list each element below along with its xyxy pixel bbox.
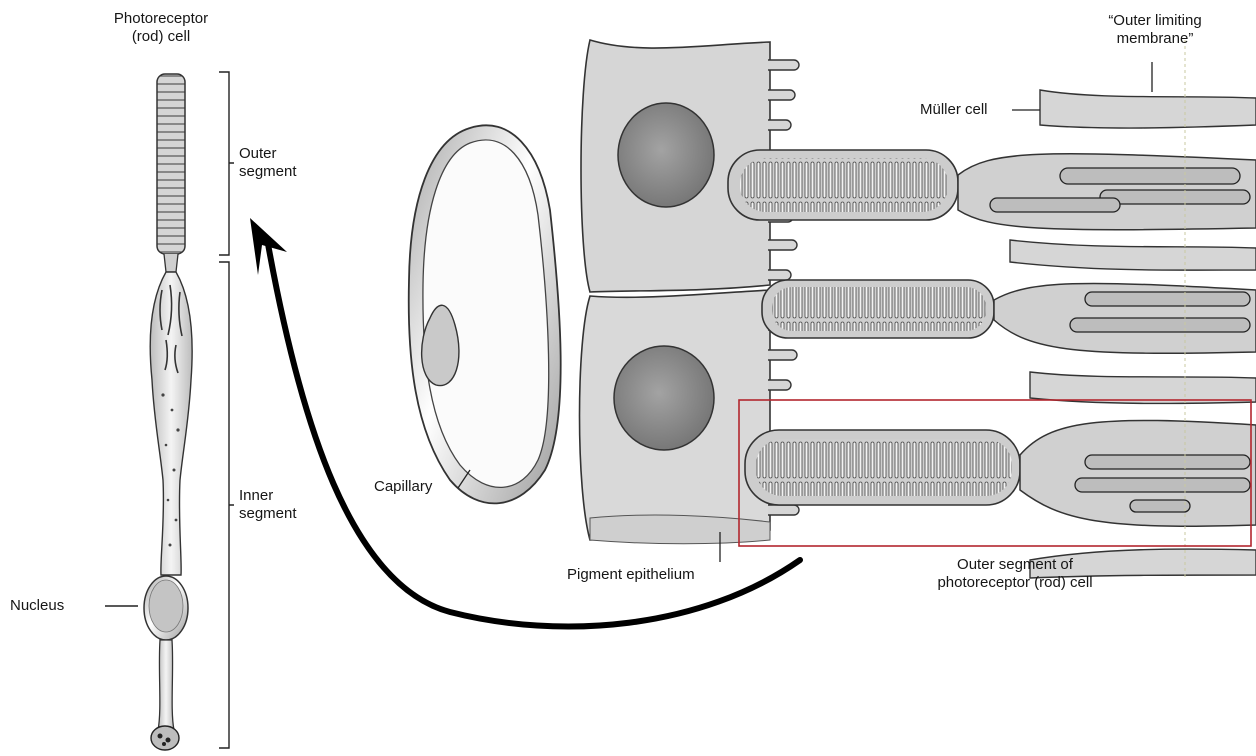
photoreceptor-label-line2: (rod) cell [96,28,226,46]
outer-segment-label-line2: segment [239,163,297,181]
rod-outer-segment [157,74,185,254]
inner-segment-label-line1: Inner [239,487,297,505]
outer-segment-label-line1: Outer [239,145,297,163]
capillary-illustration [409,125,561,503]
inner-segment-label: Inner segment [239,487,297,523]
rods-in-situ [728,40,1256,580]
outer-limiting-membrane-label: “Outer limiting membrane” [1070,12,1240,48]
rod-axon [158,640,174,730]
rod-outer-segment-label-line2: photoreceptor (rod) cell [900,574,1130,592]
nucleus-label: Nucleus [10,597,64,615]
capillary-label: Capillary [374,478,432,496]
inner-segment-label-line2: segment [239,505,297,523]
connecting-cilium [164,254,178,272]
rpe-nucleus-lower [614,346,714,450]
rod-outer-segment-label: Outer segment of photoreceptor (rod) cel… [900,556,1130,592]
outer-segment-label: Outer segment [239,145,297,181]
inner-segment-bracket [219,262,234,748]
photoreceptor-label: Photoreceptor (rod) cell [96,10,226,46]
rpe-nucleus-upper [618,103,714,207]
outer-limiting-label-line1: “Outer limiting [1070,12,1240,30]
pigment-epithelium-label: Pigment epithelium [567,566,695,584]
segment-brackets [219,72,234,748]
outer-segment-bracket [219,72,234,255]
rod-cell-illustration [144,74,192,750]
curved-arrow-head [250,218,287,275]
muller-cell-label: Müller cell [920,101,988,119]
outer-limiting-label-line2: membrane” [1070,30,1240,48]
rod-outer-segment-label-line1: Outer segment of [900,556,1130,574]
photoreceptor-label-line1: Photoreceptor [96,10,226,28]
synaptic-terminal [151,726,179,750]
